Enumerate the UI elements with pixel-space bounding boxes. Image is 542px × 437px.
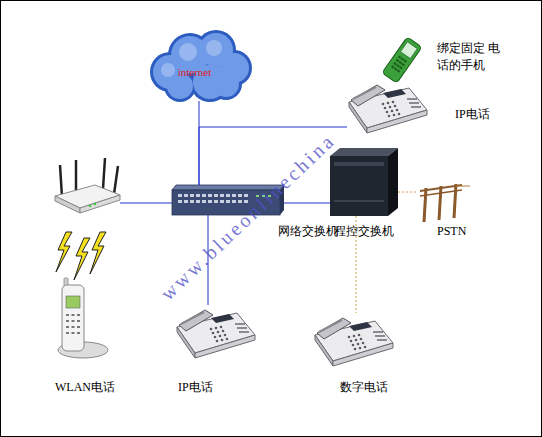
- pbx-node: 程控交换机: [330, 148, 398, 216]
- mobile-node: 绑定固定 电话的手机: [385, 38, 420, 80]
- node-label: IP电话: [178, 379, 213, 396]
- wlan-phone-icon: [58, 278, 108, 358]
- node-label: 网络交换机: [278, 223, 338, 240]
- ip-phone-icon: [349, 85, 427, 133]
- pbx-icon: [330, 148, 398, 216]
- digital-phone-node: 数字电话: [313, 313, 393, 366]
- pstn-tower-icon: [420, 184, 470, 222]
- watermark: www.blueonlinechina: [156, 129, 340, 305]
- pstn-node: PSTN: [418, 183, 470, 223]
- node-label: 程控交换机: [334, 223, 394, 240]
- node-label: PSTN: [437, 223, 466, 240]
- ip-phone-node: IP电话: [347, 80, 427, 132]
- ip-phone-node: IP电话: [175, 305, 255, 358]
- digital-phone-icon: [315, 318, 393, 366]
- network-link: [284, 203, 330, 204]
- mobile-phone-icon: [382, 37, 422, 83]
- node-label: WLAN电话: [55, 379, 115, 396]
- ip-phone-icon: [177, 310, 255, 358]
- network-wire: [120, 203, 172, 204]
- cloud-node: internet: [152, 33, 247, 101]
- network-link: [398, 192, 418, 193]
- node-label: internet: [147, 64, 242, 81]
- access-point-icon: [55, 158, 120, 213]
- wireless-signal: [56, 232, 106, 280]
- wlan-phone-node: WLAN电话: [58, 278, 108, 358]
- node-label: 绑定固定 电话的手机: [437, 40, 505, 74]
- node-label: IP电话: [455, 106, 490, 123]
- node-label: 数字电话: [340, 379, 388, 396]
